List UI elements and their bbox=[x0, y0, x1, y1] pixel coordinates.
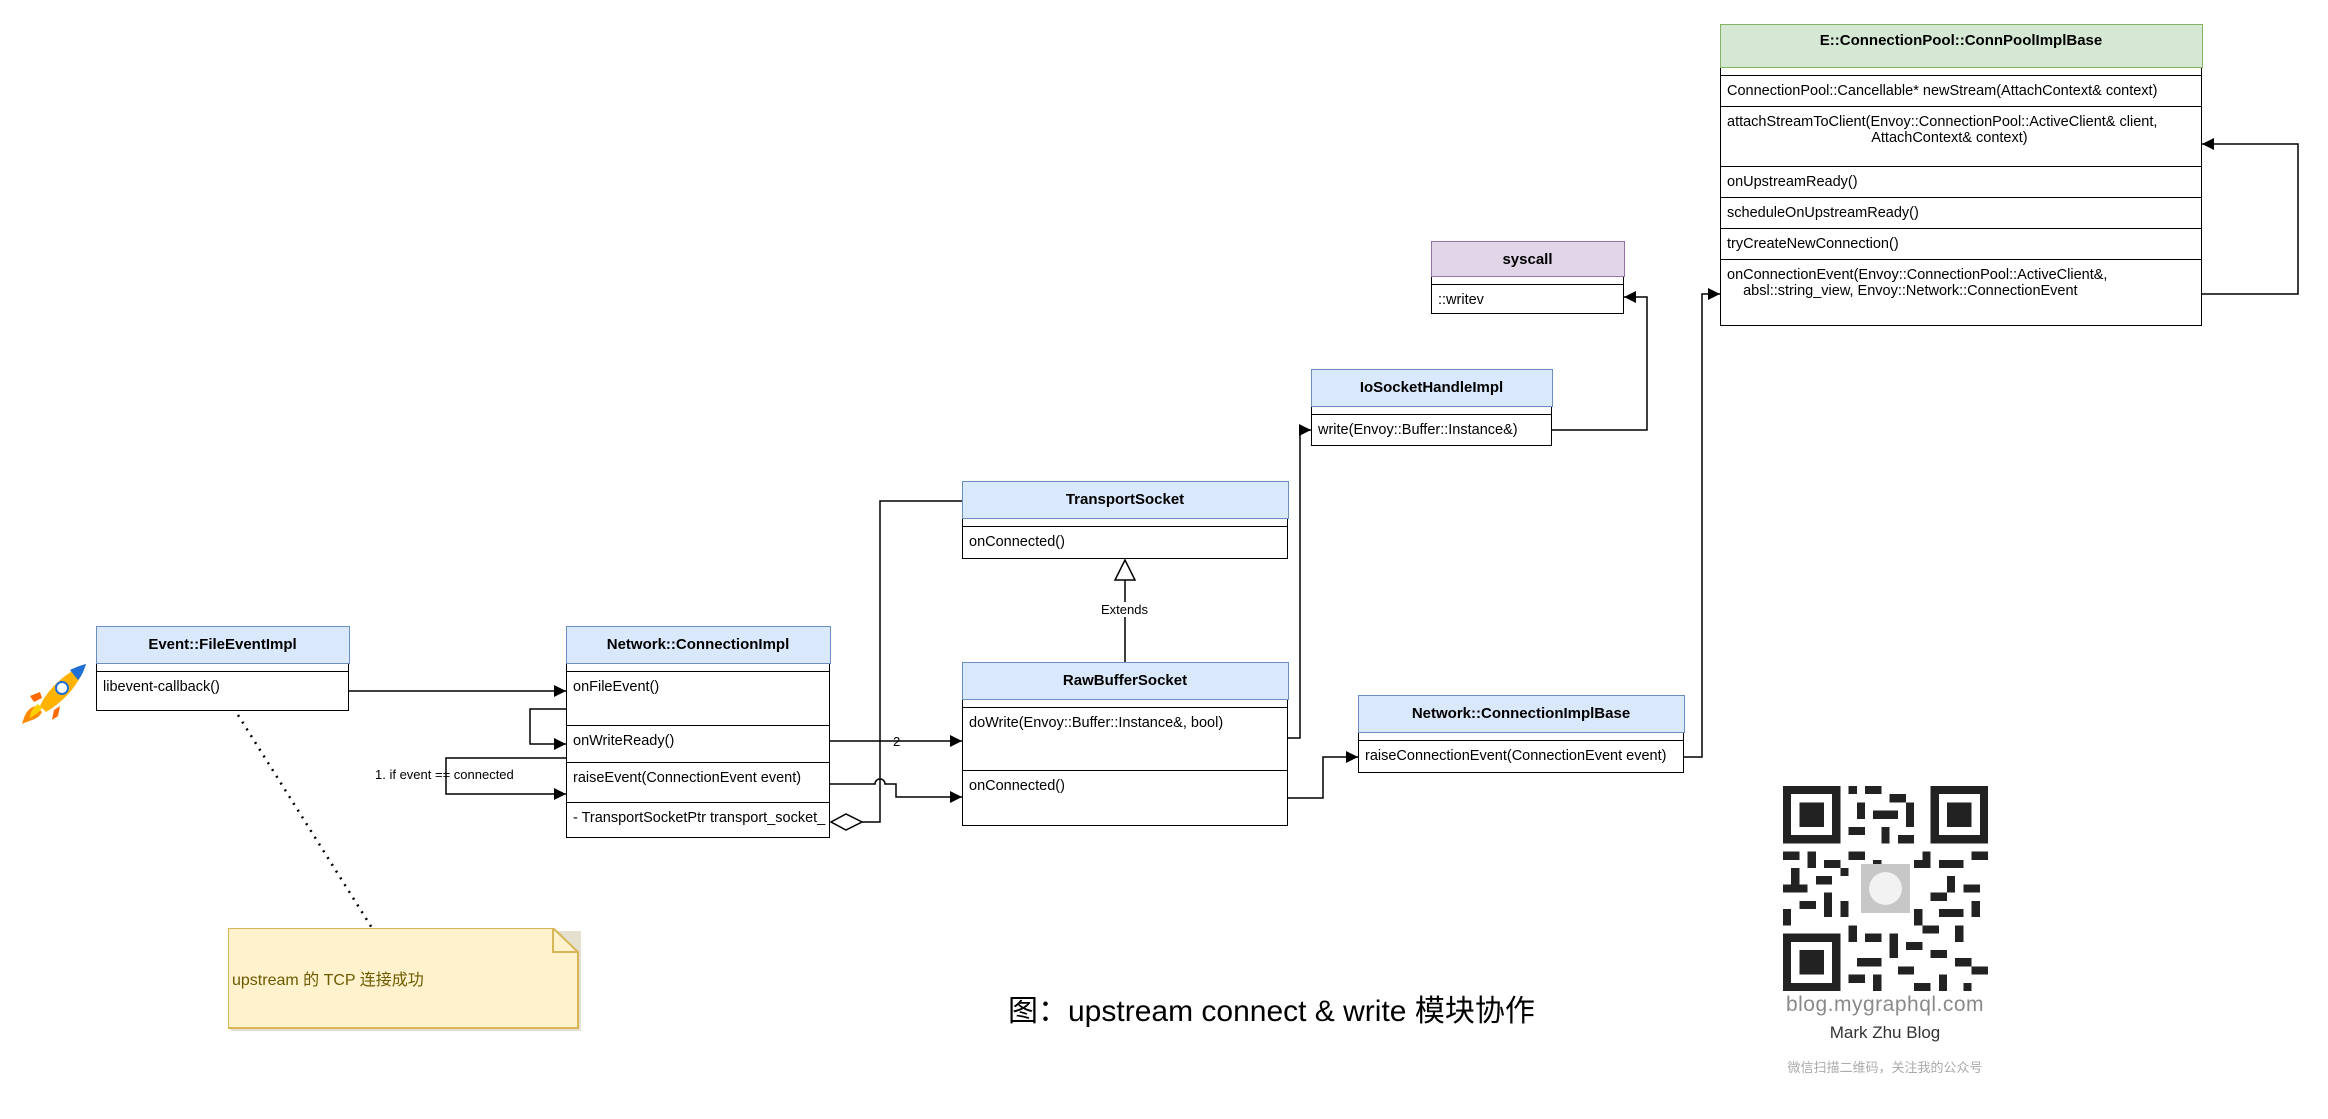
class-title: IoSocketHandleImpl bbox=[1310, 368, 1553, 407]
edge-raiseevent-self-loop bbox=[445, 757, 566, 800]
method-row: onFileEvent() bbox=[567, 672, 829, 726]
class-title: Network::ConnectionImplBase bbox=[1357, 694, 1685, 733]
attribute-separator bbox=[1432, 277, 1623, 285]
qr-watermark: blog.mygraphql.com Mark Zhu Blog 微信扫描二维码… bbox=[1770, 786, 2000, 1076]
method-row: attachStreamToClient(Envoy::ConnectionPo… bbox=[1721, 107, 2201, 167]
rocket-icon bbox=[22, 664, 86, 724]
note-connector bbox=[236, 714, 374, 929]
edge-dowrite-to-write bbox=[1288, 424, 1311, 739]
method-row: ::writev bbox=[1438, 291, 1484, 308]
condition-label: 1. if event == connected bbox=[375, 767, 514, 782]
field-row: - TransportSocketPtr transport_socket_ bbox=[573, 809, 826, 826]
method-row: onConnected() bbox=[969, 777, 1065, 794]
extends-triangle bbox=[1113, 558, 1137, 581]
qr-code-icon bbox=[1782, 786, 1988, 991]
note-shape bbox=[228, 928, 581, 1031]
method-row: raiseConnectionEvent(ConnectionEvent eve… bbox=[1365, 747, 1667, 764]
watermark-url: blog.mygraphql.com bbox=[1785, 993, 1985, 1016]
method-row: onConnectionEvent(Envoy::ConnectionPool:… bbox=[1727, 266, 2108, 299]
attribute-separator bbox=[1312, 407, 1551, 415]
attribute-separator bbox=[963, 519, 1287, 527]
class-raw-buffer-socket[interactable]: RawBufferSocket doWrite(Envoy::Buffer::I… bbox=[961, 661, 1289, 826]
class-file-event-impl[interactable]: Event::FileEventImpl libevent-callback() bbox=[95, 625, 350, 711]
method-row: libevent-callback() bbox=[103, 678, 220, 695]
method-row: tryCreateNewConnection() bbox=[1721, 229, 2201, 260]
method-row: raiseEvent(ConnectionEvent event) bbox=[567, 763, 829, 803]
class-title: TransportSocket bbox=[961, 480, 1289, 519]
edge-raiseevent-to-onconnected bbox=[830, 778, 962, 803]
attribute-separator bbox=[97, 664, 348, 672]
aggregation-diamond bbox=[829, 813, 864, 831]
edge-write-to-writev bbox=[1552, 291, 1648, 431]
class-title: syscall bbox=[1430, 240, 1625, 277]
method-row: scheduleOnUpstreamReady() bbox=[1721, 198, 2201, 229]
class-title: RawBufferSocket bbox=[961, 661, 1289, 700]
class-connection-impl-base[interactable]: Network::ConnectionImplBase raiseConnect… bbox=[1357, 694, 1685, 773]
call-order-label: 2 bbox=[893, 734, 901, 749]
method-row: write(Envoy::Buffer::Instance&) bbox=[1318, 421, 1518, 438]
method-row: ConnectionPool::Cancellable* newStream(A… bbox=[1721, 76, 2201, 107]
attribute-separator bbox=[567, 664, 829, 672]
class-io-socket-handle-impl[interactable]: IoSocketHandleImpl write(Envoy::Buffer::… bbox=[1310, 368, 1553, 446]
class-syscall[interactable]: syscall ::writev bbox=[1430, 240, 1625, 314]
edge-onfileevent-to-onwriteready bbox=[529, 708, 566, 750]
method-row: doWrite(Envoy::Buffer::Instance&, bool) bbox=[963, 708, 1287, 771]
class-title: Event::FileEventImpl bbox=[95, 625, 350, 664]
diagram-caption: 图：upstream connect & write 模块协作 bbox=[1008, 995, 1535, 1028]
class-connection-impl[interactable]: Network::ConnectionImpl onFileEvent() on… bbox=[565, 625, 831, 838]
extends-label: Extends bbox=[1101, 602, 1148, 617]
edge-aggregation-transport-socket bbox=[862, 500, 962, 823]
watermark-name: Mark Zhu Blog bbox=[1829, 1023, 1941, 1042]
note-text: upstream 的 TCP 连接成功 bbox=[232, 972, 424, 989]
class-conn-pool-impl-base[interactable]: E::ConnectionPool::ConnPoolImplBase Conn… bbox=[1719, 23, 2203, 326]
attribute-separator bbox=[1721, 68, 2201, 76]
watermark-tip: 微信扫描二维码，关注我的公众号 bbox=[1787, 1060, 1983, 1075]
attribute-separator bbox=[963, 700, 1287, 708]
method-row: onUpstreamReady() bbox=[1721, 167, 2201, 198]
method-row: onConnected() bbox=[969, 533, 1065, 550]
edge-onconnected-to-raiseconnectionevent bbox=[1288, 751, 1358, 799]
note-tcp-connected: upstream 的 TCP 连接成功 bbox=[228, 928, 581, 1031]
attribute-separator bbox=[1359, 733, 1683, 741]
method-row: onWriteReady() bbox=[567, 726, 829, 763]
edge-raiseconnectionevent-to-onconnectionevent bbox=[1684, 288, 1720, 758]
class-transport-socket[interactable]: TransportSocket onConnected() bbox=[961, 480, 1289, 559]
class-title: Network::ConnectionImpl bbox=[565, 625, 831, 664]
class-title: E::ConnectionPool::ConnPoolImplBase bbox=[1719, 23, 2203, 68]
edge-onconnectionevent-to-attachstream bbox=[2202, 138, 2299, 295]
